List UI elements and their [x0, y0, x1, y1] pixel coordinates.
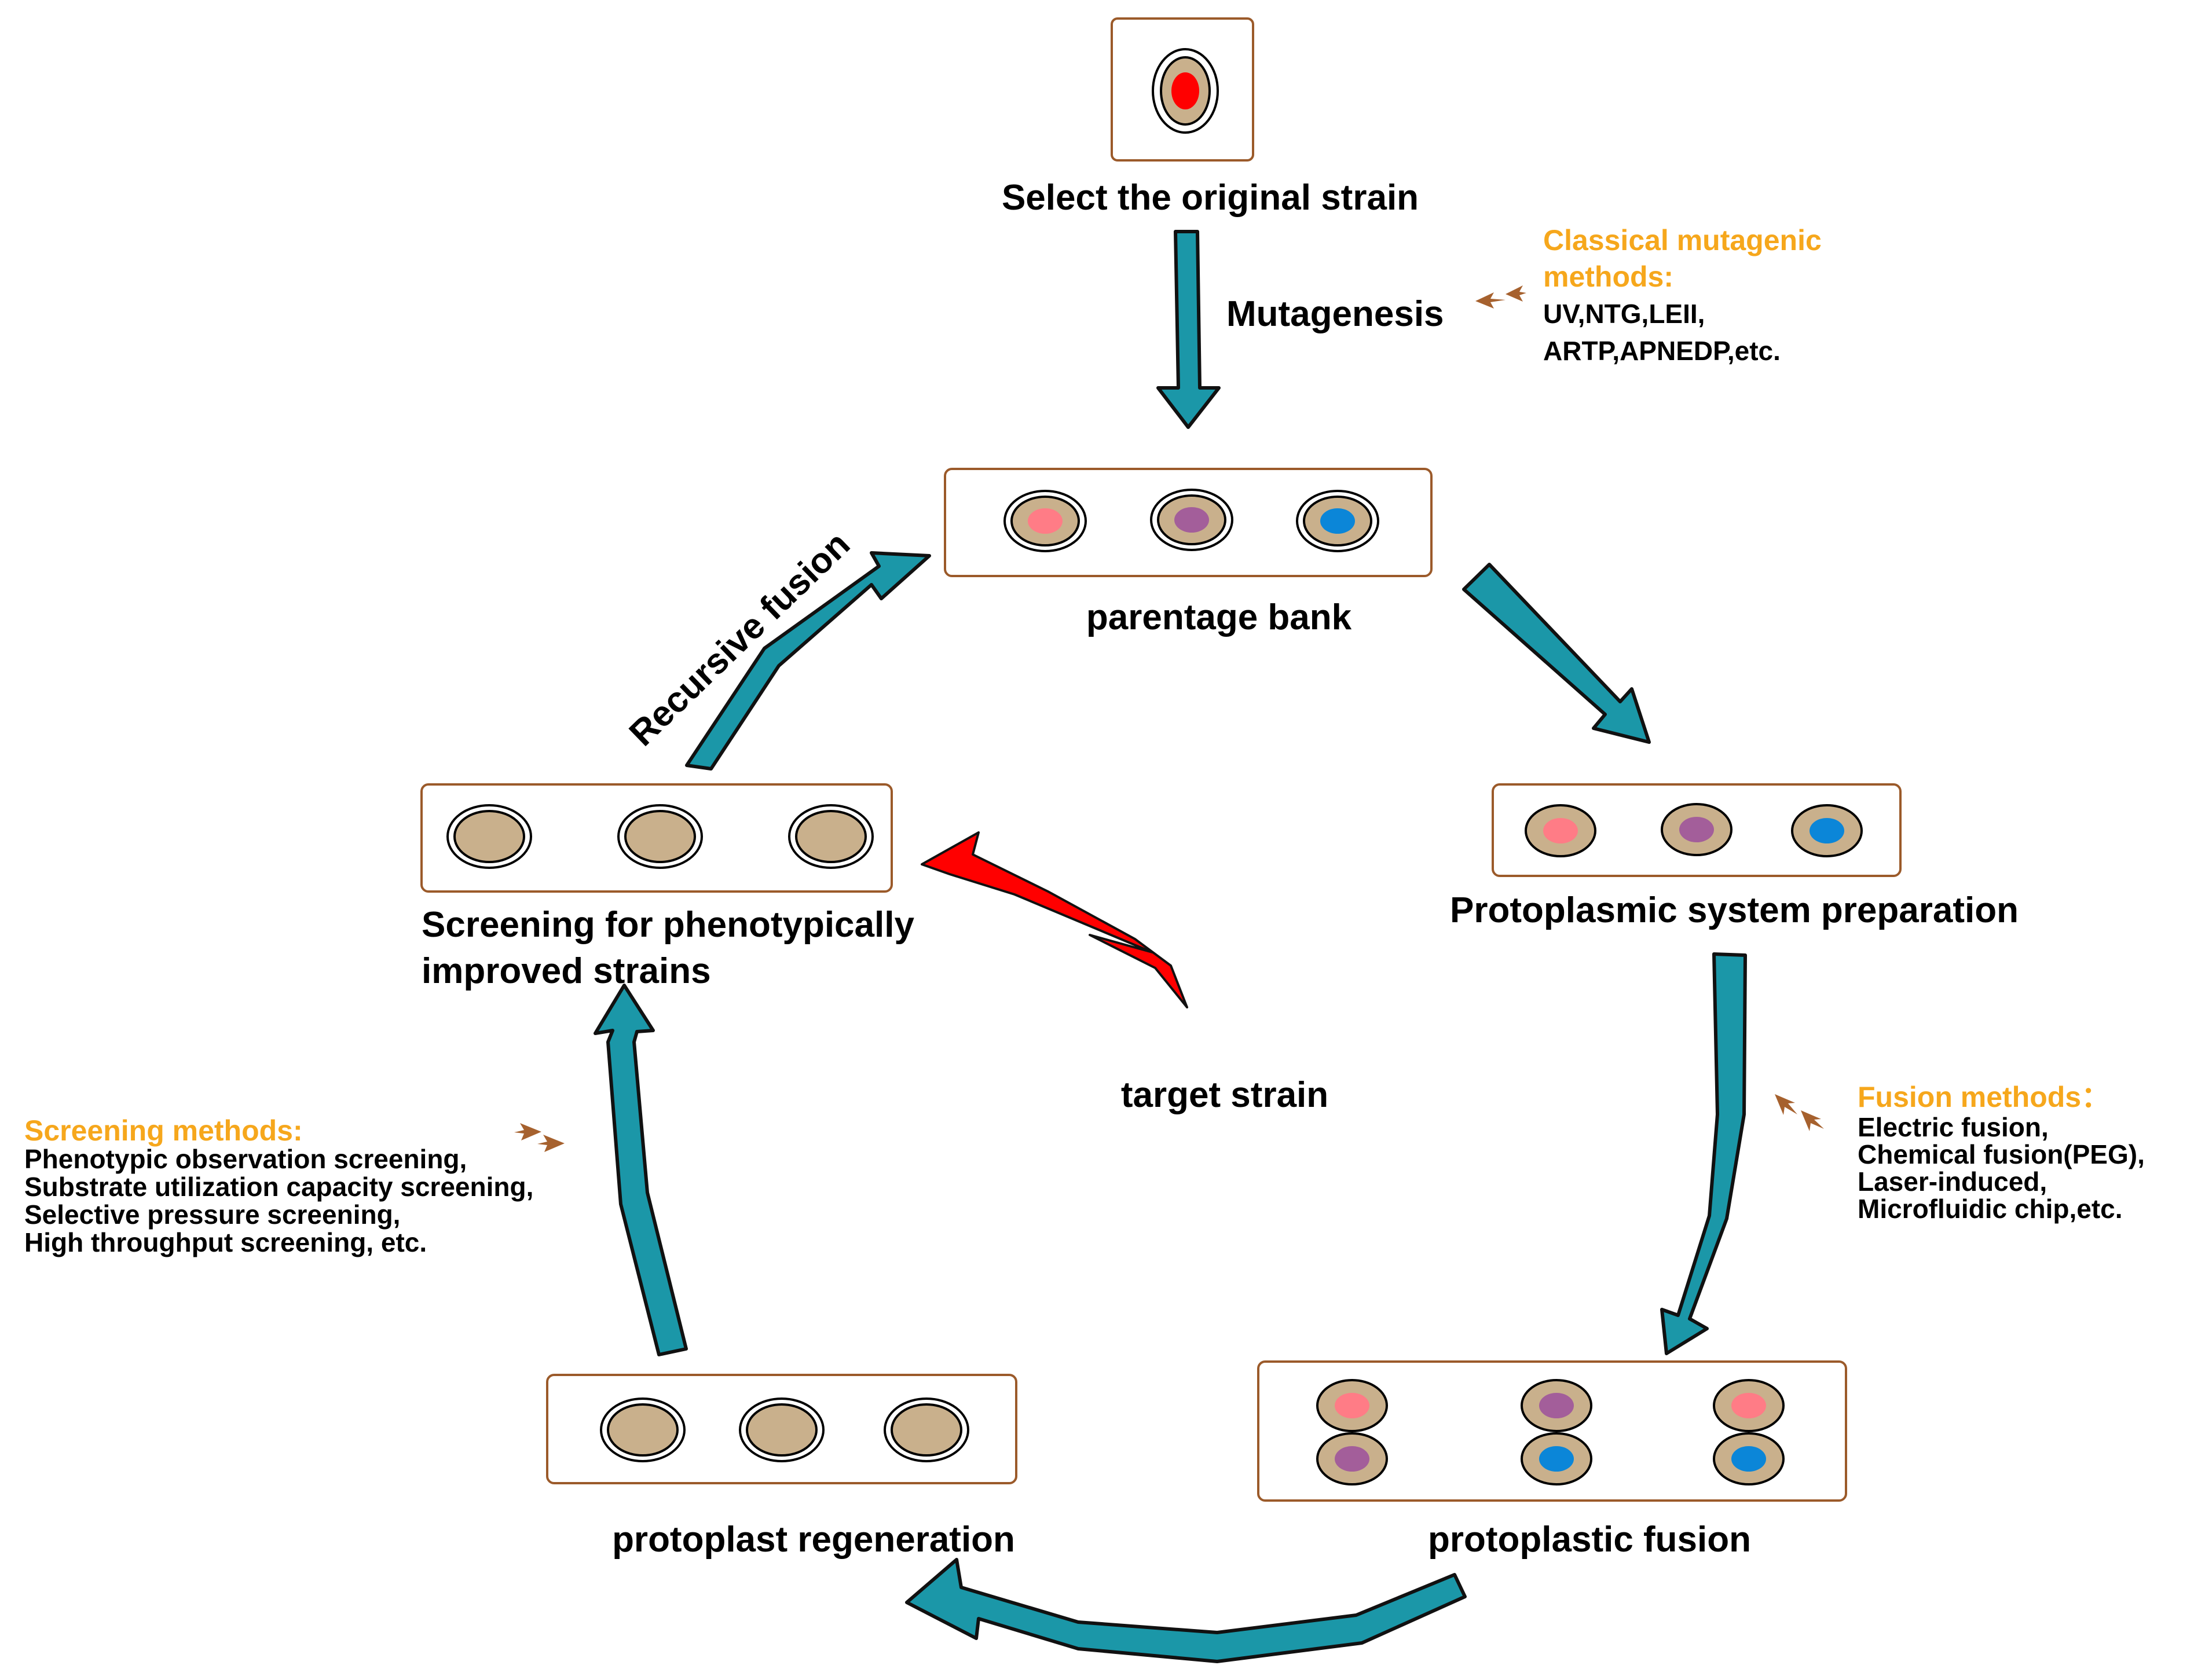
arrow-fusion-to-regeneration: [905, 1558, 1467, 1663]
label-mutagenesis: Mutagenesis: [1226, 294, 1444, 334]
label-screening-line2: improved strains: [422, 951, 711, 991]
bank-cell-purple: [1150, 489, 1233, 551]
protoplast-cell-blue: [1791, 804, 1863, 857]
screen-cell-purple-pink: [446, 804, 532, 869]
screening-methods-heading: Screening methods:: [24, 1114, 303, 1147]
regen-cell-pink-purple: [600, 1397, 686, 1462]
mutagenesis-arrow: [1156, 230, 1221, 429]
bank-cell-pink: [1003, 490, 1087, 552]
arrow-regeneration-to-screening: [594, 984, 688, 1356]
regen-cell-blue-pink: [884, 1397, 969, 1462]
arrow-bank-to-protoplasmic: [1462, 563, 1651, 744]
recursive-fusion-arrow: [685, 551, 931, 771]
target-bolt-arrow: [921, 831, 1188, 1008]
nucleus-red: [1171, 72, 1199, 109]
screening-method-line: High throughput screening, etc.: [24, 1227, 427, 1257]
mutagenic-heading-line2: methods:: [1543, 261, 1673, 293]
fusion-pair-purple-blue: [1521, 1379, 1592, 1485]
bank-cell-blue: [1296, 490, 1379, 552]
screen-cell-pink-blue: [788, 804, 874, 869]
label-screening-line1: Screening for phenotypically: [422, 905, 914, 945]
fusion-methods-heading: Fusion methods：: [1858, 1081, 2110, 1113]
mutagenic-pointer-icon: [1475, 285, 1526, 309]
label-target-strain: target strain: [1121, 1075, 1328, 1115]
label-parentage-bank: parentage bank: [1086, 597, 1352, 637]
label-protoplasmic: Protoplasmic system preparation: [1450, 890, 2019, 930]
screening-method-line: Substrate utilization capacity screening…: [24, 1172, 533, 1202]
protoplast-cell-purple: [1661, 803, 1733, 856]
screen-cell-blue-pink: [617, 804, 703, 869]
fusion-method-line: Chemical fusion(PEG),: [1858, 1139, 2145, 1169]
label-protoplastic-fusion: protoplastic fusion: [1428, 1520, 1751, 1560]
original-cell: [1152, 48, 1219, 134]
fusion-method-line: Electric fusion,: [1858, 1112, 2049, 1142]
arrow-protoplasmic-to-fusion: [1660, 952, 1747, 1355]
label-protoplast-regeneration: protoplast regeneration: [612, 1520, 1015, 1560]
mutagenic-line: UV,NTG,LEII,: [1543, 299, 1705, 329]
label-original-strain: Select the original strain: [1002, 178, 1419, 218]
fusion-method-line: Microfluidic chip,etc.: [1858, 1194, 2123, 1224]
fusion-pair-pink-purple: [1316, 1379, 1388, 1485]
regen-cell-purple-blue: [739, 1397, 825, 1462]
fusion-method-line: Laser-induced,: [1858, 1167, 2047, 1197]
screening-method-line: Phenotypic observation screening,: [24, 1144, 467, 1174]
mutagenic-heading-line1: Classical mutagenic: [1543, 224, 1822, 256]
fusion-pointer-icon: [1775, 1094, 1824, 1131]
fusion-pair-pink-blue: [1713, 1379, 1785, 1485]
screening-method-line: Selective pressure screening,: [24, 1200, 400, 1230]
protoplast-cell-pink: [1525, 804, 1596, 857]
screening-pointer-icon: [514, 1123, 565, 1152]
mutagenic-line: ARTP,APNEDP,etc.: [1543, 336, 1781, 366]
